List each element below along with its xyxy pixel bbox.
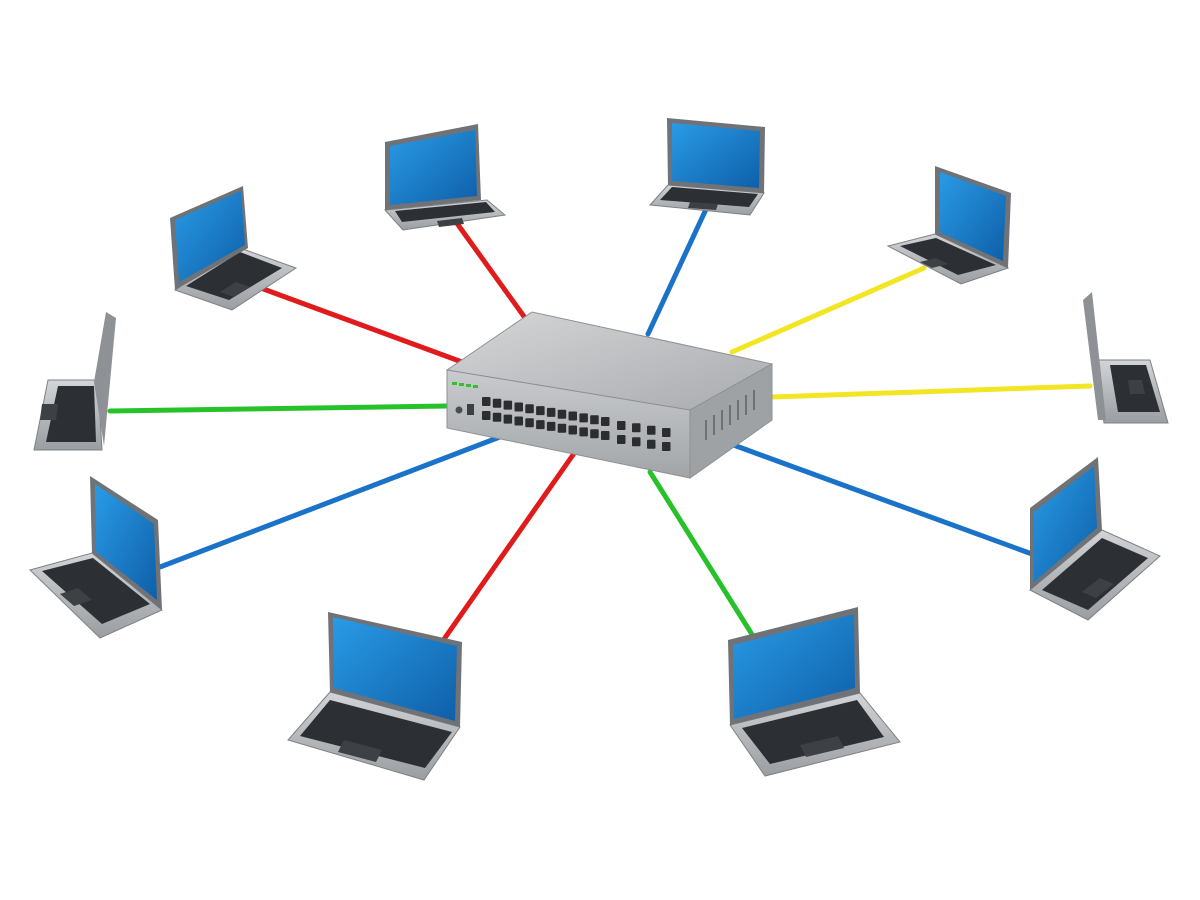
switch-port [503,414,513,424]
switch-port [579,427,588,437]
switch-port [557,423,567,433]
switch-port [601,417,610,426]
switch-port [546,407,556,417]
switch-port [492,398,502,408]
switch-console-port [467,404,474,415]
laptop-icon [1029,457,1161,621]
laptop-icon [728,607,901,777]
switch-port [647,425,656,435]
switch-port [482,397,491,406]
laptop-icon [287,612,462,781]
switch-port [617,421,626,430]
switch-port [647,439,656,449]
cable-red-top-left-upper [255,284,465,365]
laptop-icon [170,186,298,311]
switch-port [632,423,641,433]
switch-port [568,425,577,435]
cable-blue-left-lower [157,432,508,570]
switch-power-button [455,406,463,414]
network-switch-icon [445,311,774,479]
switch-port [632,437,641,447]
laptop-icon [648,118,765,216]
switch-port [536,420,545,430]
switch-port [601,431,610,440]
switch-port [568,411,577,421]
switch-port [590,429,599,439]
switch-status-leds [452,382,478,388]
laptop-icon [1083,292,1169,424]
laptop-icon [886,166,1011,285]
switch-vents [705,390,755,440]
switch-port [662,428,671,437]
switch-port-bank-main [482,397,610,440]
switch-port [579,413,588,423]
laptop-icon [33,312,116,451]
cable-green-bottom-right [647,469,756,639]
switch-port [536,406,545,416]
switch-port [546,421,556,431]
laptop-icon [29,476,163,639]
switch-port [514,416,523,426]
switch-port [662,442,671,451]
laptop-icon [383,124,507,231]
cable-blue-right-lower [725,440,1035,557]
switch-port [525,418,534,428]
cable-yellow-top-right [729,265,927,355]
switch-port [590,415,599,425]
laptops [29,118,1169,781]
cables [107,202,1093,645]
cable-green-left [107,403,451,414]
switch-port [503,400,513,410]
cable-blue-top-center-right [645,202,711,337]
cable-red-bottom-left [439,449,578,645]
switch-port [514,402,523,412]
switch-port [525,404,534,414]
switch-port [557,409,567,419]
switch-port [617,435,626,444]
cable-yellow-right [769,383,1093,400]
switch-port [492,412,502,422]
cable-red-top-center-left [453,219,531,325]
switch-port [482,411,491,420]
switch-port-bank-side [617,421,671,451]
